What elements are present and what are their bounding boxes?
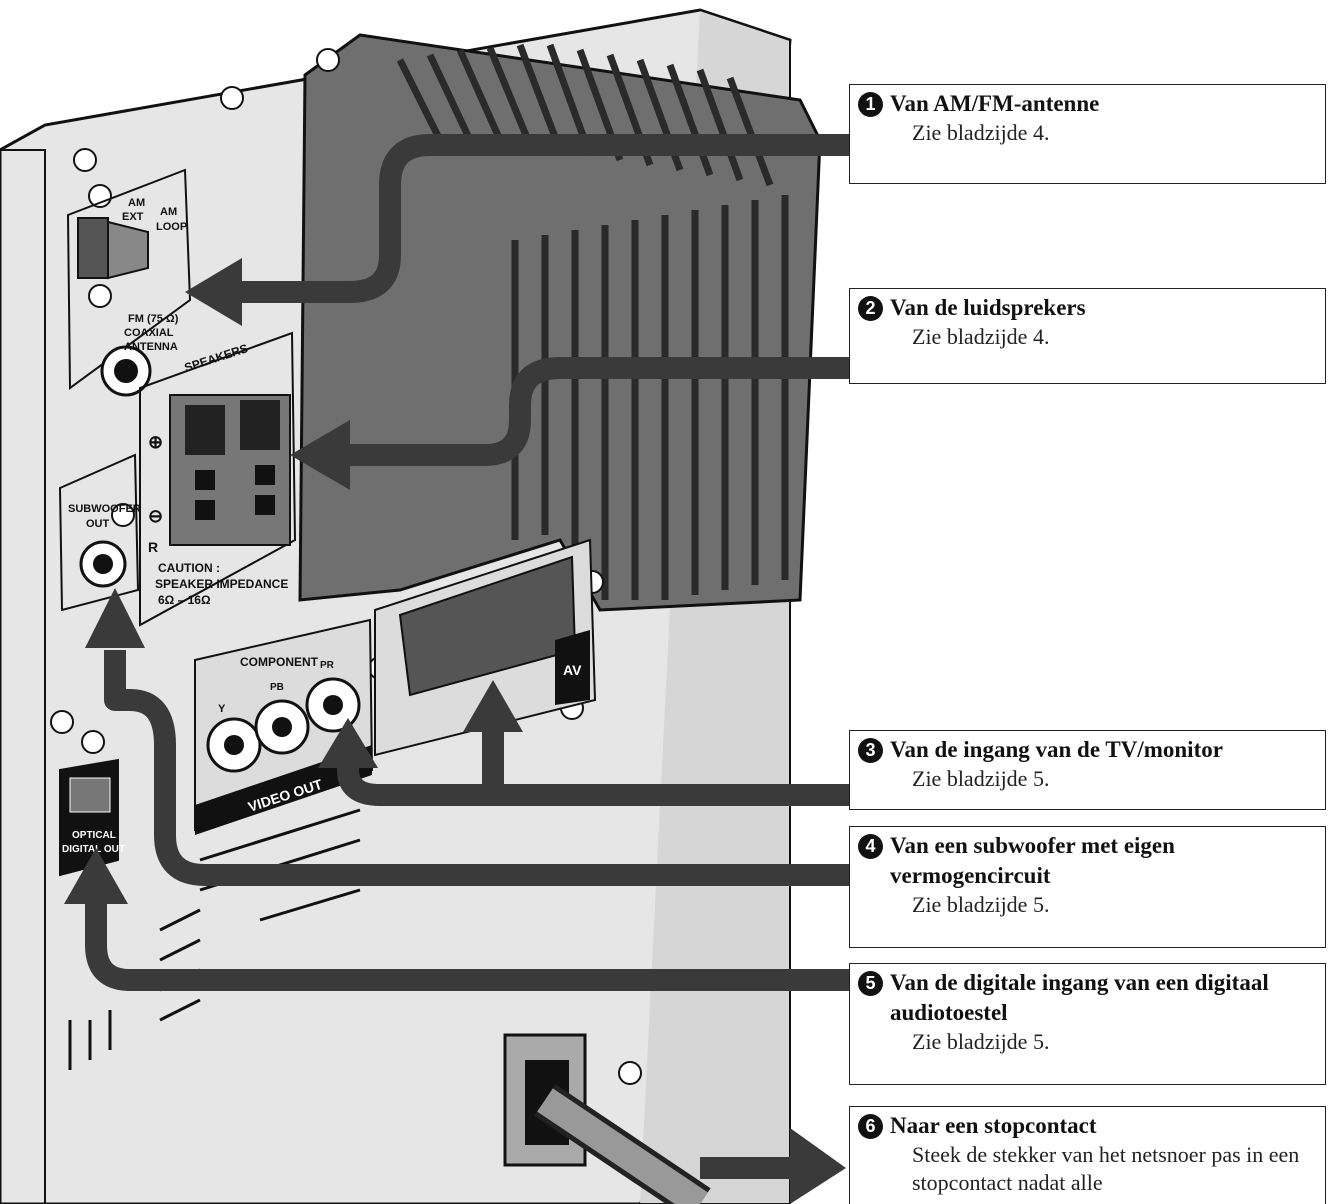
subwoofer-label: SUBWOOFER (68, 503, 141, 515)
antenna-label: ANTENNA (124, 341, 178, 353)
callout-4-title: Van een subwoofer met eigen vermogencirc… (890, 833, 1175, 888)
av-label: AV (563, 662, 582, 678)
pb-label: PB (270, 682, 284, 693)
arrow-2 (345, 357, 849, 466)
callout-4: 4 Van een subwoofer met eigen vermogencir… (849, 826, 1326, 948)
callout-1-sub: Zie bladzijde 4. (912, 120, 1050, 145)
power-inlet (503, 1033, 711, 1204)
loop-label: LOOP (156, 221, 187, 233)
speaker-terminals: SPEAKERS ⊕ ⊖ R CAUTION : SPEAKER IMPEDAN… (139, 331, 297, 627)
number-3-icon: 3 (858, 738, 883, 763)
heatsink-chassis (298, 33, 822, 612)
fm-coaxial-antenna-jack: FM (75 Ω) COAXIAL ANTENNA (100, 313, 179, 397)
impedance-range-label: 6Ω – 16Ω (158, 593, 211, 607)
callout-1: 1 Van AM/FM-antenne Zie bladzijde 4. (849, 84, 1326, 184)
arrowheads (64, 258, 846, 1204)
am-antenna-terminal: AM EXT AM LOOP (66, 168, 192, 390)
arrow-4 (104, 650, 849, 886)
connection-arrows (85, 134, 849, 1179)
callout-6-sub: Steek de stekker van het netsnoer pas in… (912, 1142, 1300, 1195)
minus-label: ⊖ (148, 506, 163, 526)
arrow-1 (235, 134, 849, 303)
callout-6-title: Naar een stopcontact (890, 1113, 1097, 1138)
number-2-icon: 2 (858, 296, 883, 321)
callout-5: 5 Van de digitale ingang van een digitaal… (849, 963, 1326, 1085)
component-label: COMPONENT (240, 655, 319, 669)
subwoofer-out-label: OUT (86, 518, 110, 530)
panel-left-edge (0, 149, 46, 1204)
callout-6: 6 Naar een stopcontact Steek de stekker v… (849, 1106, 1326, 1204)
y-label: Y (218, 703, 226, 715)
coaxial-label: COAXIAL (124, 327, 174, 339)
number-5-icon: 5 (858, 971, 883, 996)
number-1-icon: 1 (858, 92, 883, 117)
number-6-icon: 6 (858, 1114, 883, 1139)
callout-3-sub: Zie bladzijde 5. (912, 766, 1050, 791)
plus-label: ⊕ (148, 432, 163, 452)
caution-label: CAUTION : (158, 561, 220, 575)
pr-label: PR (320, 660, 335, 671)
callout-1-title: Van AM/FM-antenne (890, 91, 1100, 116)
callout-2: 2 Van de luidsprekers Zie bladzijde 4. (849, 288, 1326, 384)
impedance-label: SPEAKER IMPEDANCE (155, 577, 288, 591)
callout-5-title: Van de digitale ingang van een digitaal … (890, 970, 1269, 1025)
subwoofer-out-jack: SUBWOOFER OUT (58, 453, 141, 612)
arrow-3 (337, 759, 849, 806)
number-4-icon: 4 (858, 834, 883, 859)
am-label: AM (128, 197, 145, 209)
callout-3-title: Van de ingang van de TV/monitor (890, 737, 1223, 762)
callout-3: 3 Van de ingang van de TV/monitor Zie bla… (849, 730, 1326, 810)
arrow-5 (85, 900, 849, 991)
callout-5-sub: Zie bladzijde 5. (912, 1029, 1050, 1054)
callout-2-sub: Zie bladzijde 4. (912, 324, 1050, 349)
r-label: R (148, 539, 158, 555)
optical-label: OPTICAL (72, 830, 116, 841)
ext-label: EXT (122, 211, 144, 223)
optical-digital-out: OPTICAL DIGITAL OUT (59, 758, 125, 877)
digital-out-label: DIGITAL OUT (62, 844, 125, 855)
component-video-out: COMPONENT Y PB PR VIDEO OUT (194, 618, 374, 835)
fm-label: FM (75 Ω) (128, 313, 179, 325)
callout-4-sub: Zie bladzijde 5. (912, 892, 1050, 917)
av-scart-connector: AV (374, 538, 597, 757)
callout-2-title: Van de luidsprekers (890, 295, 1086, 320)
am-loop-label: AM (160, 206, 177, 218)
